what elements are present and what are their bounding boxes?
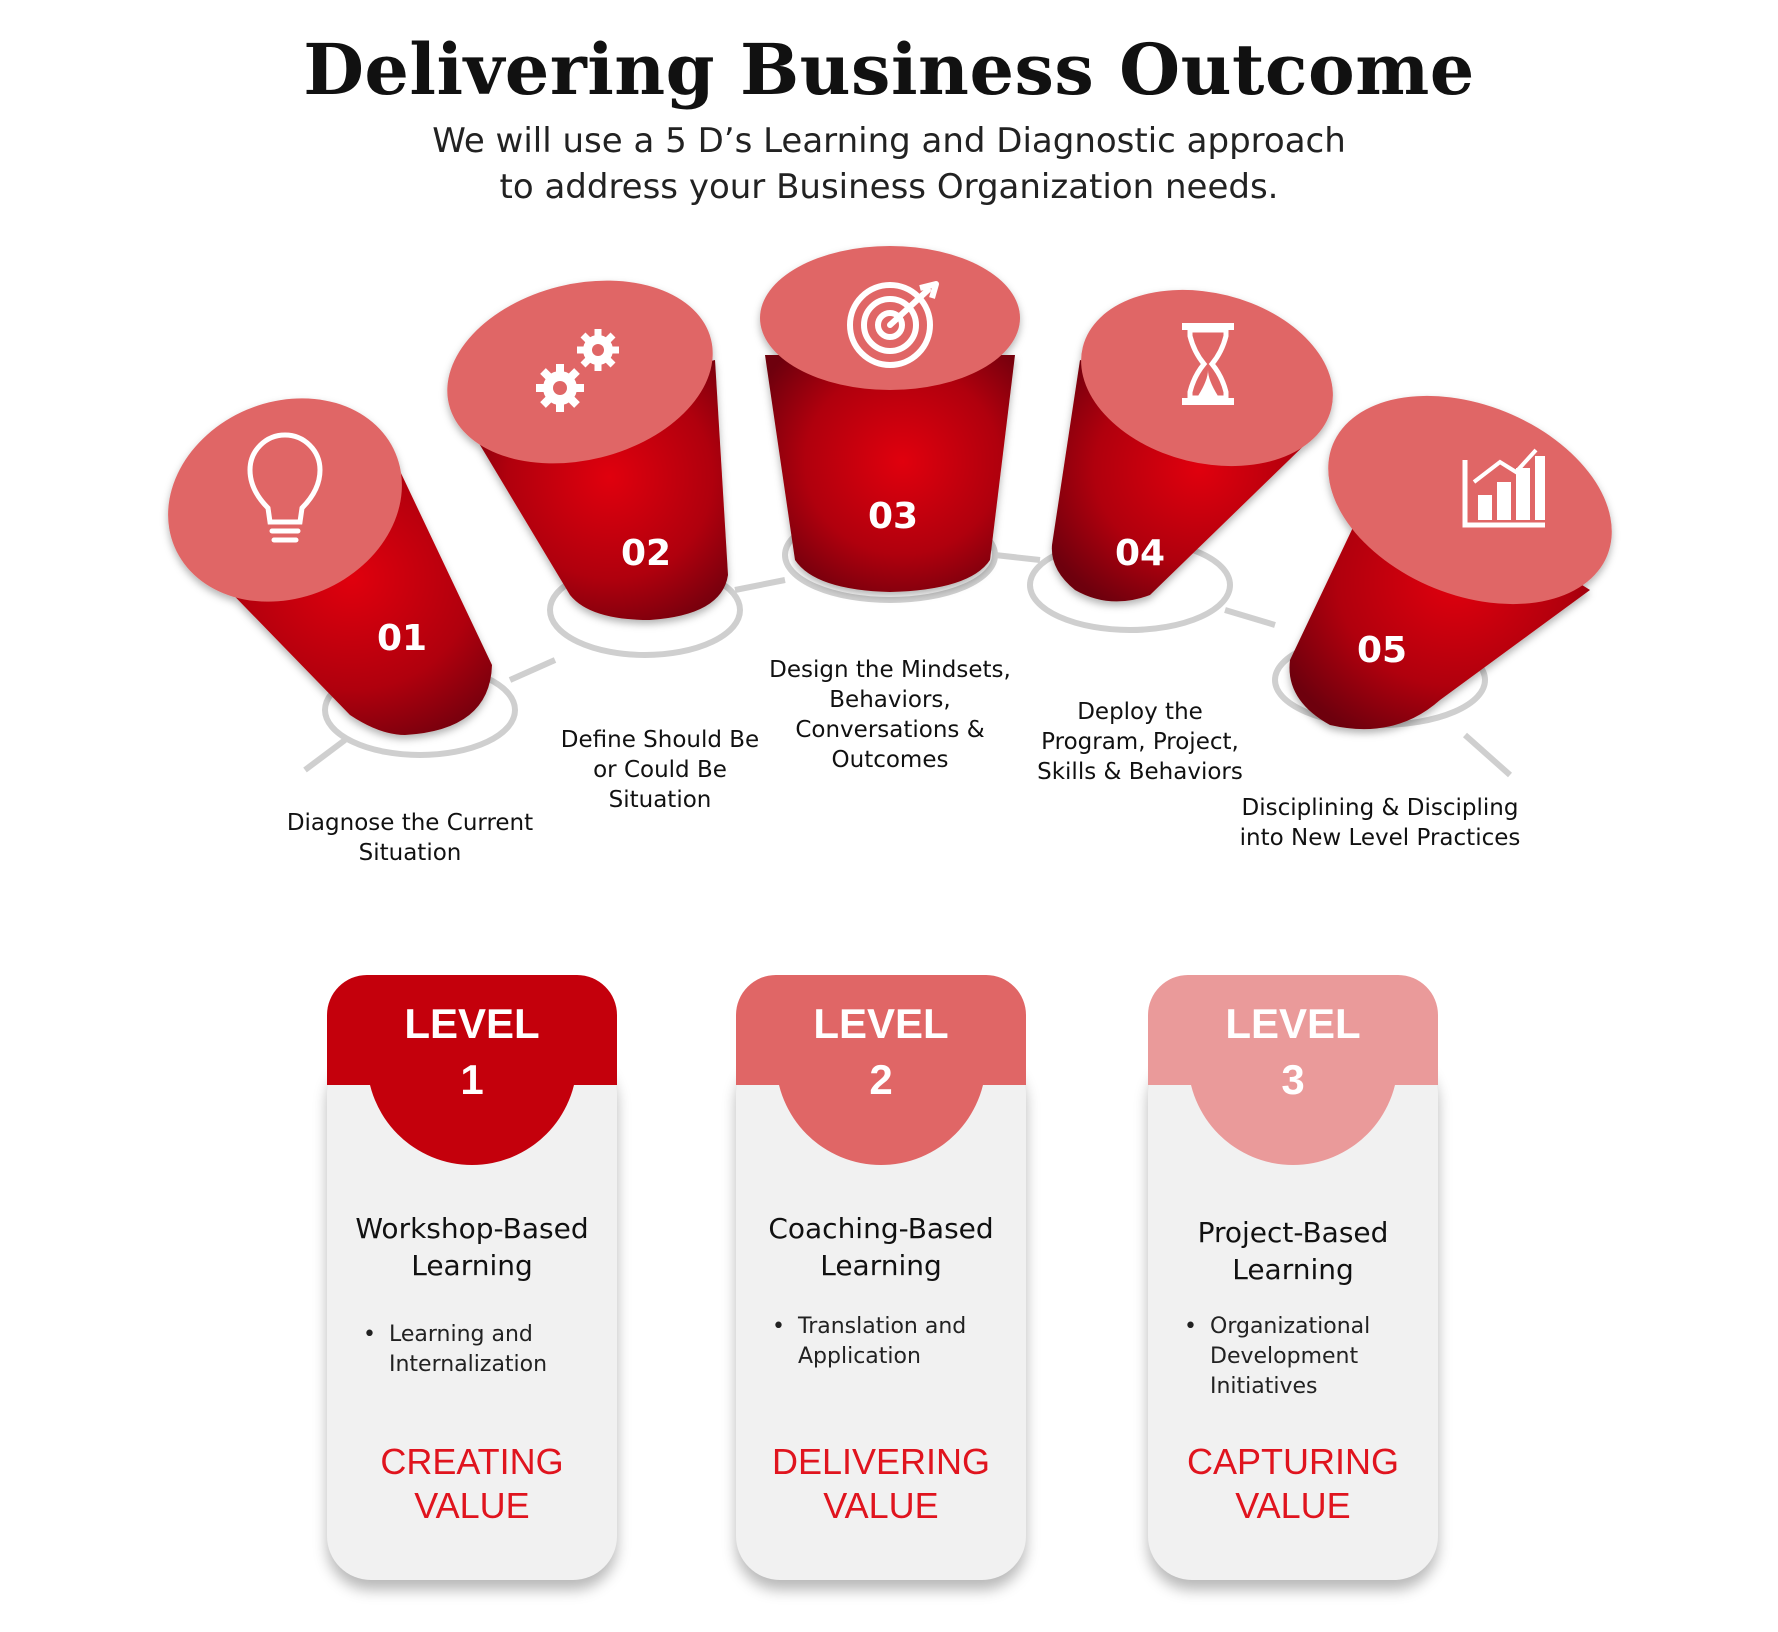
cylinder-03 <box>760 246 1020 592</box>
level-1-value: CREATING VALUE <box>380 1441 564 1526</box>
cylinder-05 <box>1289 395 1612 730</box>
page-subtitle: We will use a 5 D’s Learning and Diagnos… <box>0 118 1778 210</box>
cylinder-02-top <box>447 280 713 464</box>
subtitle-line-2: to address your Business Organization ne… <box>499 167 1279 207</box>
level-3-bullet: • Organizational Development Initiatives <box>1184 1314 1371 1399</box>
step-number-01: 01 <box>377 618 427 659</box>
connector-link-4 <box>1224 607 1276 628</box>
five-d-diagram: 01 02 03 04 05 <box>168 246 1612 778</box>
level-2-number: 2 <box>869 1056 893 1103</box>
level-3-value: CAPTURING VALUE <box>1186 1441 1399 1526</box>
level-card-2: LEVEL 2 Coaching-Based Learning • Transl… <box>736 975 1026 1580</box>
step-label-01: Diagnose the Current Situation <box>286 810 534 866</box>
cylinder-05-top <box>1328 395 1612 605</box>
step-number-04: 04 <box>1115 533 1165 574</box>
level-2-value: DELIVERING VALUE <box>771 1441 991 1526</box>
level-1-number: 1 <box>460 1056 484 1103</box>
subtitle-line-1: We will use a 5 D’s Learning and Diagnos… <box>432 121 1346 161</box>
connector-tail-left <box>303 737 347 773</box>
level-card-1: LEVEL 1 Workshop-Based Learning • Learni… <box>327 975 617 1580</box>
level-2-heading: Coaching-Based Learning <box>768 1212 994 1282</box>
connector-tail-right <box>1463 732 1512 778</box>
level-2-bullet: • Translation and Application <box>772 1314 967 1369</box>
level-1-bullet: • Learning and Internalization <box>363 1322 548 1377</box>
gears-icon <box>536 329 619 412</box>
connector-link-1 <box>508 657 557 683</box>
cylinder-01-top <box>168 398 402 602</box>
page-title: Delivering Business Outcome <box>303 28 1475 111</box>
level-1-word: LEVEL <box>404 1000 540 1047</box>
level-3-heading: Project-Based Learning <box>1197 1216 1389 1286</box>
level-3-tab: LEVEL 3 <box>1148 975 1438 1165</box>
connector-link-3 <box>994 552 1041 563</box>
cylinder-01 <box>168 398 492 735</box>
cylinder-03-top <box>760 246 1020 390</box>
level-3-word: LEVEL <box>1225 1000 1361 1047</box>
hourglass-icon <box>1182 323 1234 405</box>
level-1-tab: LEVEL 1 <box>327 975 617 1165</box>
lightbulb-icon <box>247 432 323 543</box>
step-number-05: 05 <box>1357 630 1407 671</box>
connector-link-2 <box>734 577 786 593</box>
bar-chart-icon <box>1462 448 1545 528</box>
step-number-02: 02 <box>621 533 671 574</box>
step-label-05: Disciplining & Discipling into New Level… <box>1239 795 1521 851</box>
cylinder-02 <box>447 280 728 620</box>
step-label-02: Define Should Be or Could Be Situation <box>560 727 760 813</box>
level-3-number: 3 <box>1281 1056 1305 1103</box>
step-label-04: Deploy the Program, Project, Skills & Be… <box>1037 699 1243 785</box>
level-2-tab: LEVEL 2 <box>736 975 1026 1165</box>
level-1-heading: Workshop-Based Learning <box>355 1212 589 1282</box>
cylinder-03-body <box>765 355 1015 592</box>
target-icon <box>847 281 939 368</box>
level-2-word: LEVEL <box>813 1000 949 1047</box>
level-card-3: LEVEL 3 Project-Based Learning • Organiz… <box>1148 975 1438 1580</box>
step-number-03: 03 <box>868 496 918 537</box>
step-label-03: Design the Mindsets, Behaviors, Conversa… <box>769 657 1011 773</box>
